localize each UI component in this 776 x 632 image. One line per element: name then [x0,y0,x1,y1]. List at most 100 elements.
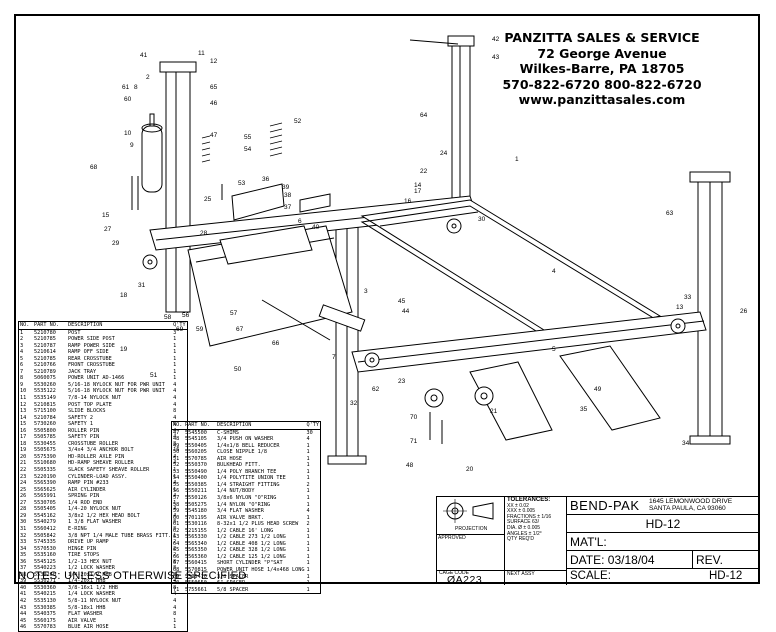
bom-cell-desc: 1/2 CABLE 273 1/2 LONG [217,534,286,541]
callout-69: 69 [176,326,184,333]
callout-46: 46 [210,100,218,107]
model-name: HD-12 [645,517,681,531]
cable-top [409,39,459,45]
bom-cell-no: 1 [20,329,24,336]
bom-cell-desc: 3/8x2 1/2 HEX HEAD BOLT [68,512,140,519]
bom-cell-part: 5510680 [34,460,56,467]
bom-cell-desc: 1 3/8 FLAT WASHER [68,519,122,526]
bom-cell-qty: 2 [173,552,177,559]
bom-cell-desc: POST [68,329,81,336]
bom-cell-desc: POWER UNIT HOSE 1/4x468 LONG [217,567,305,574]
bom-cell-part: 5505800 [34,427,56,434]
bom-cell-part: 5505842 [34,532,56,539]
bom-cell-desc: 6" SPACER [217,580,246,587]
callout-52: 52 [294,118,302,125]
bom-cell-qty: 2 [173,539,177,546]
bom-cell-no: 24 [20,480,27,487]
bom-cell-no: 12 [20,401,27,408]
bom-cell-part: 5210784 [34,414,56,421]
callout-35: 35 [580,406,588,413]
bom-cell-desc: HD-ROLLER AXLE PIN [68,453,125,460]
bom-cell-part: 5755661 [185,586,207,593]
bom-cell-qty: 1 [306,527,310,534]
callout-60: 60 [124,96,132,103]
bom-cell-part: 5550385 [185,481,207,488]
bom-cell-no: 52 [173,462,180,469]
bom-cell-part: 5535149 [34,395,56,402]
bom-cell-desc: 1/4 POLYTITE UNION TEE [217,475,286,482]
bom-cell-part: 5745335 [34,539,56,546]
callout-18: 18 [120,292,128,299]
bom-cell-no: 66 [173,553,180,560]
bom-cell-no: 48 [173,436,180,443]
bom-cell-part: 5565330 [185,534,207,541]
callout-5: 5 [552,346,556,353]
callout-42: 42 [492,36,500,43]
bom-cell-part: 5570785 [185,455,207,462]
bom-cell-part: 5550400 [185,475,207,482]
bom-cell-no: 35 [20,552,27,559]
bom-cell-desc: 1/4 NUT/BODY [217,488,255,495]
bom-cell-no: 33 [20,539,27,546]
bom-cell-part: 5550370 [185,462,207,469]
bom-cell-qty: 1 [306,586,310,593]
bom-cell-part: 5530116 [185,521,207,528]
safety-ladder [201,122,283,163]
bom-cell-desc: 1/4 LOCK WASHER [68,591,115,598]
bom-col-part: PART NO. [33,322,67,330]
model-cell: HD-12 [567,515,759,533]
bom-cell-qty: 1 [306,449,310,456]
bom-cell-qty: 8 [173,519,177,526]
bom-cell-desc: C-SHIMS [217,429,239,436]
bom-cell-desc: HINGE PIN [68,545,97,552]
next-assy-label: NEXT ASSY [507,571,535,577]
callout-61: 61 [122,84,130,91]
bom-cell-desc: POWER SIDE POST [68,336,115,343]
bom-cell-qty: 4 [173,414,177,421]
bom-cell-part: 5550650 [185,580,207,587]
bom-cell-qty: 4 [173,427,177,434]
bom-cell-no: 60 [173,514,180,521]
bom-cell-desc: 5/16-18 NYLOCK NUT FOR PWR UNIT [68,381,165,388]
callout-47: 47 [210,132,218,139]
company-address: 1645 LEMONWOOD DRIVE SANTA PAULA, CA 930… [649,498,732,513]
callout-39: 39 [282,184,290,191]
callout-7: 7 [332,354,336,361]
bom-cell-qty: 4 [306,436,310,443]
bom-cell-no: 2 [20,336,24,343]
bom-cell-qty: 1 [173,368,177,375]
bom-cell-qty: 1 [173,349,177,356]
bom-cell-qty: 1 [173,532,177,539]
bom-cell-no: 18 [20,440,27,447]
callout-3: 3 [364,288,368,295]
bom-cell-part: 5210785 [34,355,56,362]
callout-14: 14 [414,182,422,189]
bom-cell-no: 8 [20,375,24,382]
callout-1: 1 [515,156,519,163]
callout-62: 62 [372,386,380,393]
tolerance-line: XXX ± 0.005 [507,508,536,515]
bom-cell-qty: 1 [306,534,310,541]
bom-cell-part: 5545162 [34,512,56,519]
bom-cell-desc: 1/4-20x1/2 HHB [68,571,112,578]
